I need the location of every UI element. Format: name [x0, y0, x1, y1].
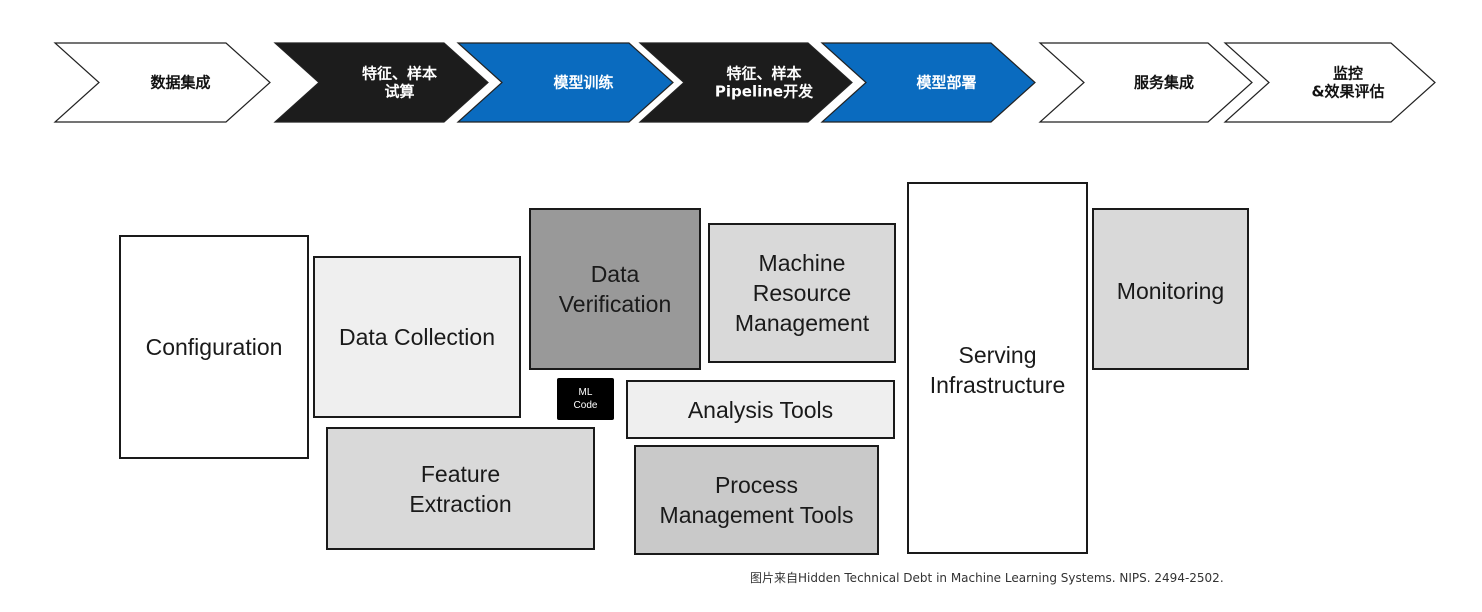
source-caption: 图片来自Hidden Technical Debt in Machine Lea… — [750, 571, 1224, 585]
pipeline-step-label: 模型部署 — [916, 74, 976, 92]
pipeline-step-label: 数据集成 — [150, 74, 210, 92]
pipeline-step-label: 服务集成 — [1134, 74, 1194, 92]
serving-infrastructure-box: Serving Infrastructure — [907, 182, 1088, 554]
monitoring-box: Monitoring — [1092, 208, 1249, 370]
pipeline-step-shape — [273, 42, 489, 123]
configuration-box: Configuration — [119, 235, 309, 459]
pipeline-step-label: 监控&效果评估 — [1311, 65, 1384, 101]
analysis-tools-box: Analysis Tools — [626, 380, 895, 439]
pipeline-step-shape — [1223, 42, 1436, 123]
pipeline-step-shape — [53, 42, 271, 123]
process-management-tools-box: Process Management Tools — [634, 445, 879, 555]
data-verification-box: Data Verification — [529, 208, 701, 370]
ml-code-box: ML Code — [557, 378, 614, 420]
machine-resource-management-box: Machine Resource Management — [708, 223, 896, 363]
pipeline-step-label: 模型训练 — [553, 74, 613, 92]
feature-extraction-box: Feature Extraction — [326, 427, 595, 550]
pipeline-step-label: 特征、样本试算 — [362, 65, 437, 101]
pipeline-step-shape — [456, 42, 674, 123]
data-collection-box: Data Collection — [313, 256, 521, 418]
pipeline-step-shape — [638, 42, 853, 123]
pipeline-step-shape — [820, 42, 1036, 123]
pipeline-step-shape — [1038, 42, 1253, 123]
